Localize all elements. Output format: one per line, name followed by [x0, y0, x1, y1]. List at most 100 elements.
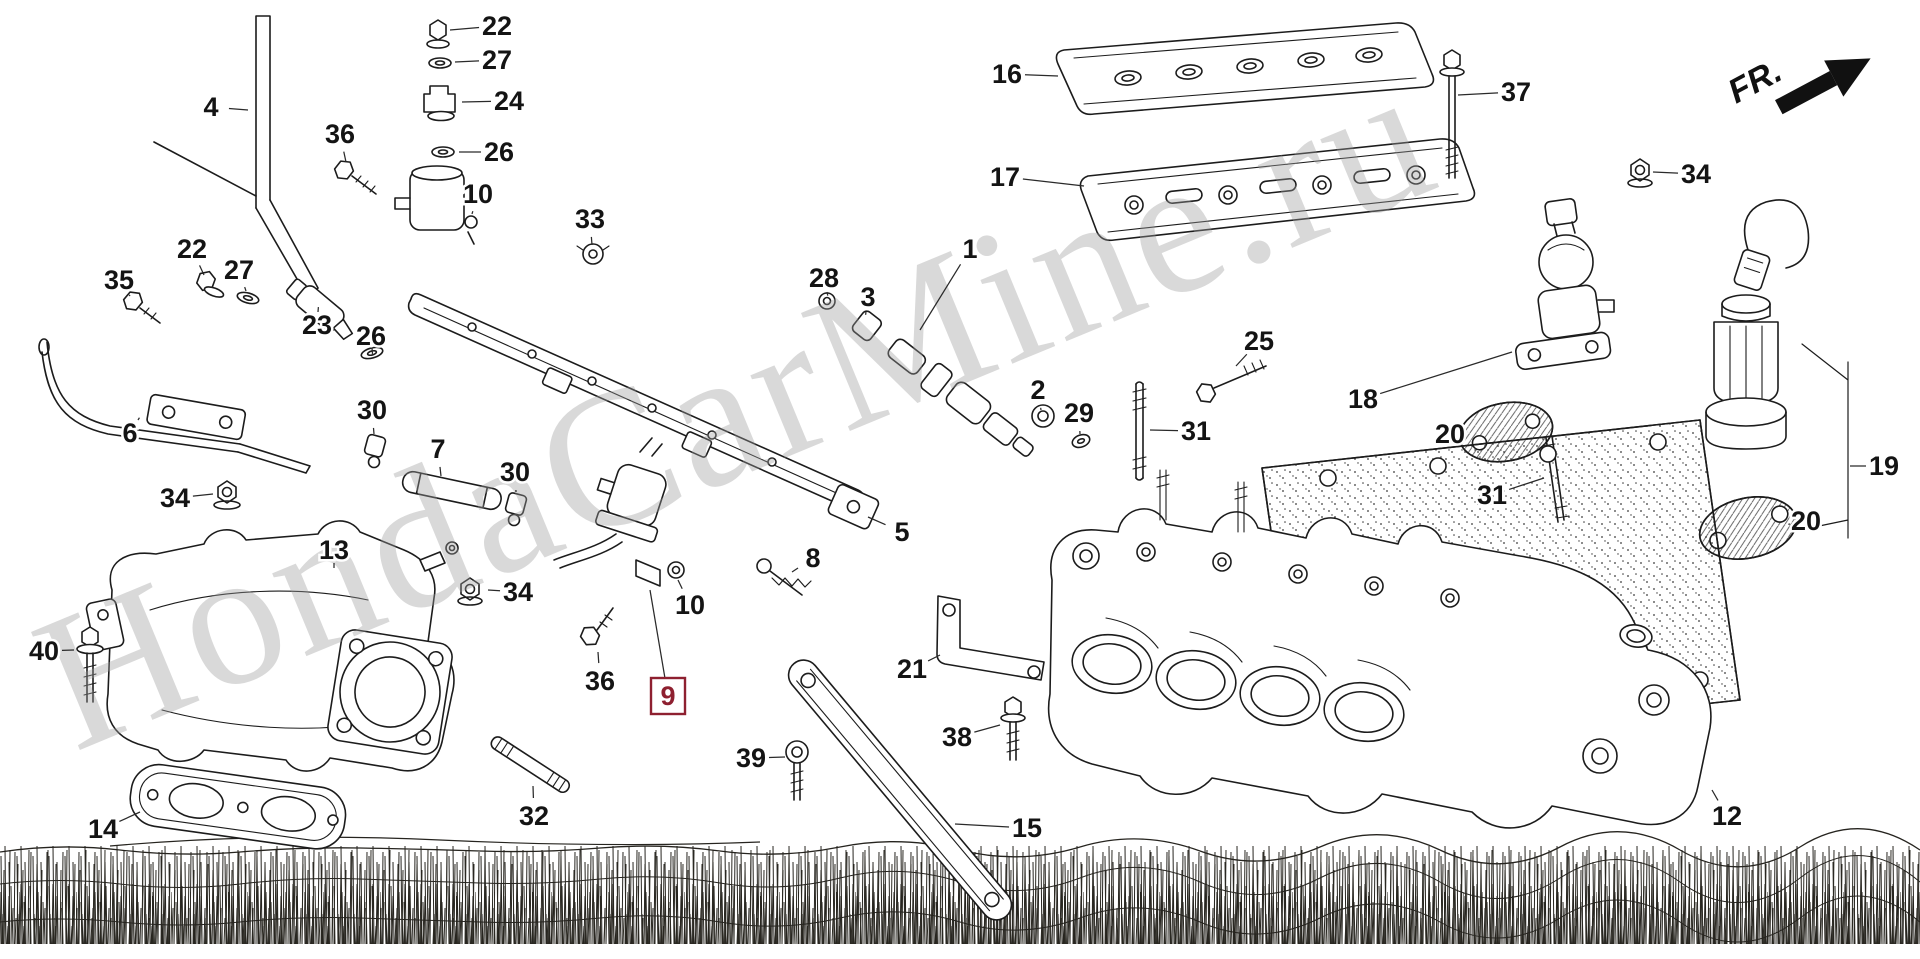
part-label-36[interactable]: 36 — [322, 117, 357, 152]
leader-line — [927, 654, 941, 662]
part-label-2[interactable]: 2 — [1028, 373, 1048, 408]
leader-line — [590, 236, 593, 246]
part-label-24[interactable]: 24 — [491, 84, 526, 119]
part-label-4[interactable]: 4 — [201, 90, 221, 125]
part-label-23[interactable]: 23 — [299, 308, 334, 343]
part-label-26[interactable]: 26 — [353, 319, 388, 354]
part-label-33[interactable]: 33 — [572, 202, 607, 237]
leader-line — [1022, 178, 1085, 187]
part-label-35[interactable]: 35 — [101, 263, 136, 298]
leader-line — [119, 811, 141, 823]
leader-line — [454, 60, 480, 63]
part-label-31[interactable]: 31 — [1474, 478, 1509, 513]
part-label-16[interactable]: 16 — [989, 57, 1024, 92]
bracket-line-19 — [1799, 343, 1849, 539]
part-label-12[interactable]: 12 — [1709, 799, 1744, 834]
part-label-9[interactable]: 9 — [658, 679, 678, 714]
bolt-25 — [1193, 359, 1267, 407]
part-label-28[interactable]: 28 — [806, 261, 841, 296]
part-label-1[interactable]: 1 — [960, 232, 980, 267]
part-label-27[interactable]: 27 — [479, 43, 514, 78]
leader-line — [826, 291, 829, 296]
leader-line — [919, 263, 962, 331]
clamp-30-b — [504, 492, 528, 527]
leader-line — [597, 651, 600, 664]
part-label-7[interactable]: 7 — [428, 432, 448, 467]
part-label-6[interactable]: 6 — [120, 416, 140, 451]
leader-line — [1235, 353, 1248, 367]
leader-line — [449, 26, 480, 31]
bolt-36-upper — [330, 156, 377, 195]
part-label-21[interactable]: 21 — [894, 652, 929, 687]
part-label-10[interactable]: 10 — [460, 177, 495, 212]
leader-line — [1711, 789, 1719, 801]
leader-line — [649, 589, 666, 679]
part-label-20[interactable]: 20 — [1432, 417, 1467, 452]
part-label-22[interactable]: 22 — [174, 232, 209, 267]
part-label-30[interactable]: 30 — [354, 393, 389, 428]
strut-15 — [787, 659, 1013, 921]
part-label-40[interactable]: 40 — [26, 634, 61, 669]
parts-artwork: FR. — [38, 15, 1871, 921]
clamp-30-a — [363, 433, 387, 469]
part-label-15[interactable]: 15 — [1009, 811, 1044, 846]
leader-line — [974, 724, 1001, 733]
part-label-31[interactable]: 31 — [1178, 414, 1213, 449]
part-label-13[interactable]: 13 — [316, 533, 351, 568]
grommet-33 — [576, 243, 610, 265]
part-label-34[interactable]: 34 — [157, 481, 192, 516]
part-label-29[interactable]: 29 — [1061, 396, 1096, 431]
part-label-26[interactable]: 26 — [481, 135, 516, 170]
part-label-38[interactable]: 38 — [939, 720, 974, 755]
leader-line — [192, 493, 214, 497]
part-label-14[interactable]: 14 — [85, 812, 120, 847]
leader-line — [1149, 429, 1179, 432]
injector-assembly-1 — [818, 292, 1091, 457]
part-label-30[interactable]: 30 — [497, 455, 532, 490]
part-label-37[interactable]: 37 — [1498, 75, 1533, 110]
part-label-39[interactable]: 39 — [733, 741, 768, 776]
part-label-20[interactable]: 20 — [1788, 504, 1823, 539]
leader-line — [228, 107, 249, 111]
screw-8 — [756, 558, 812, 596]
part-label-27[interactable]: 27 — [221, 253, 256, 288]
pipe-6 — [38, 338, 311, 474]
highlight-box — [649, 676, 687, 716]
part-label-34[interactable]: 34 — [500, 575, 535, 610]
part-label-10[interactable]: 10 — [672, 588, 707, 623]
part-label-3[interactable]: 3 — [858, 280, 878, 315]
part-label-5[interactable]: 5 — [892, 515, 912, 550]
air-chamber-13 — [85, 520, 459, 772]
leader-line — [343, 151, 347, 163]
leader-line — [1652, 171, 1679, 174]
leader-line — [244, 286, 247, 292]
part-label-22[interactable]: 22 — [479, 9, 514, 44]
leader-line — [128, 294, 131, 297]
leader-line — [867, 516, 886, 526]
part-label-32[interactable]: 32 — [516, 799, 551, 834]
part-label-34[interactable]: 34 — [1678, 157, 1713, 192]
part-label-8[interactable]: 8 — [803, 541, 823, 576]
leader-line — [461, 100, 492, 103]
hose-7 — [401, 470, 502, 511]
leader-line — [372, 427, 375, 435]
injector-23 — [285, 278, 354, 341]
leader-line — [471, 211, 474, 215]
part-label-19[interactable]: 19 — [1866, 449, 1901, 484]
leader-line — [487, 589, 501, 592]
part-label-36[interactable]: 36 — [582, 664, 617, 699]
leader-line — [439, 466, 442, 477]
part-label-17[interactable]: 17 — [987, 160, 1022, 195]
valve-cover-16 — [1055, 22, 1435, 116]
leader-line — [1457, 92, 1499, 96]
leader-line — [1024, 74, 1059, 77]
dashpot-assembly — [394, 19, 478, 245]
part-label-25[interactable]: 25 — [1241, 324, 1276, 359]
screw-39 — [785, 740, 809, 801]
part-label-18[interactable]: 18 — [1345, 382, 1380, 417]
intake-manifold-12 — [1048, 469, 1712, 829]
stud-32 — [490, 736, 571, 794]
